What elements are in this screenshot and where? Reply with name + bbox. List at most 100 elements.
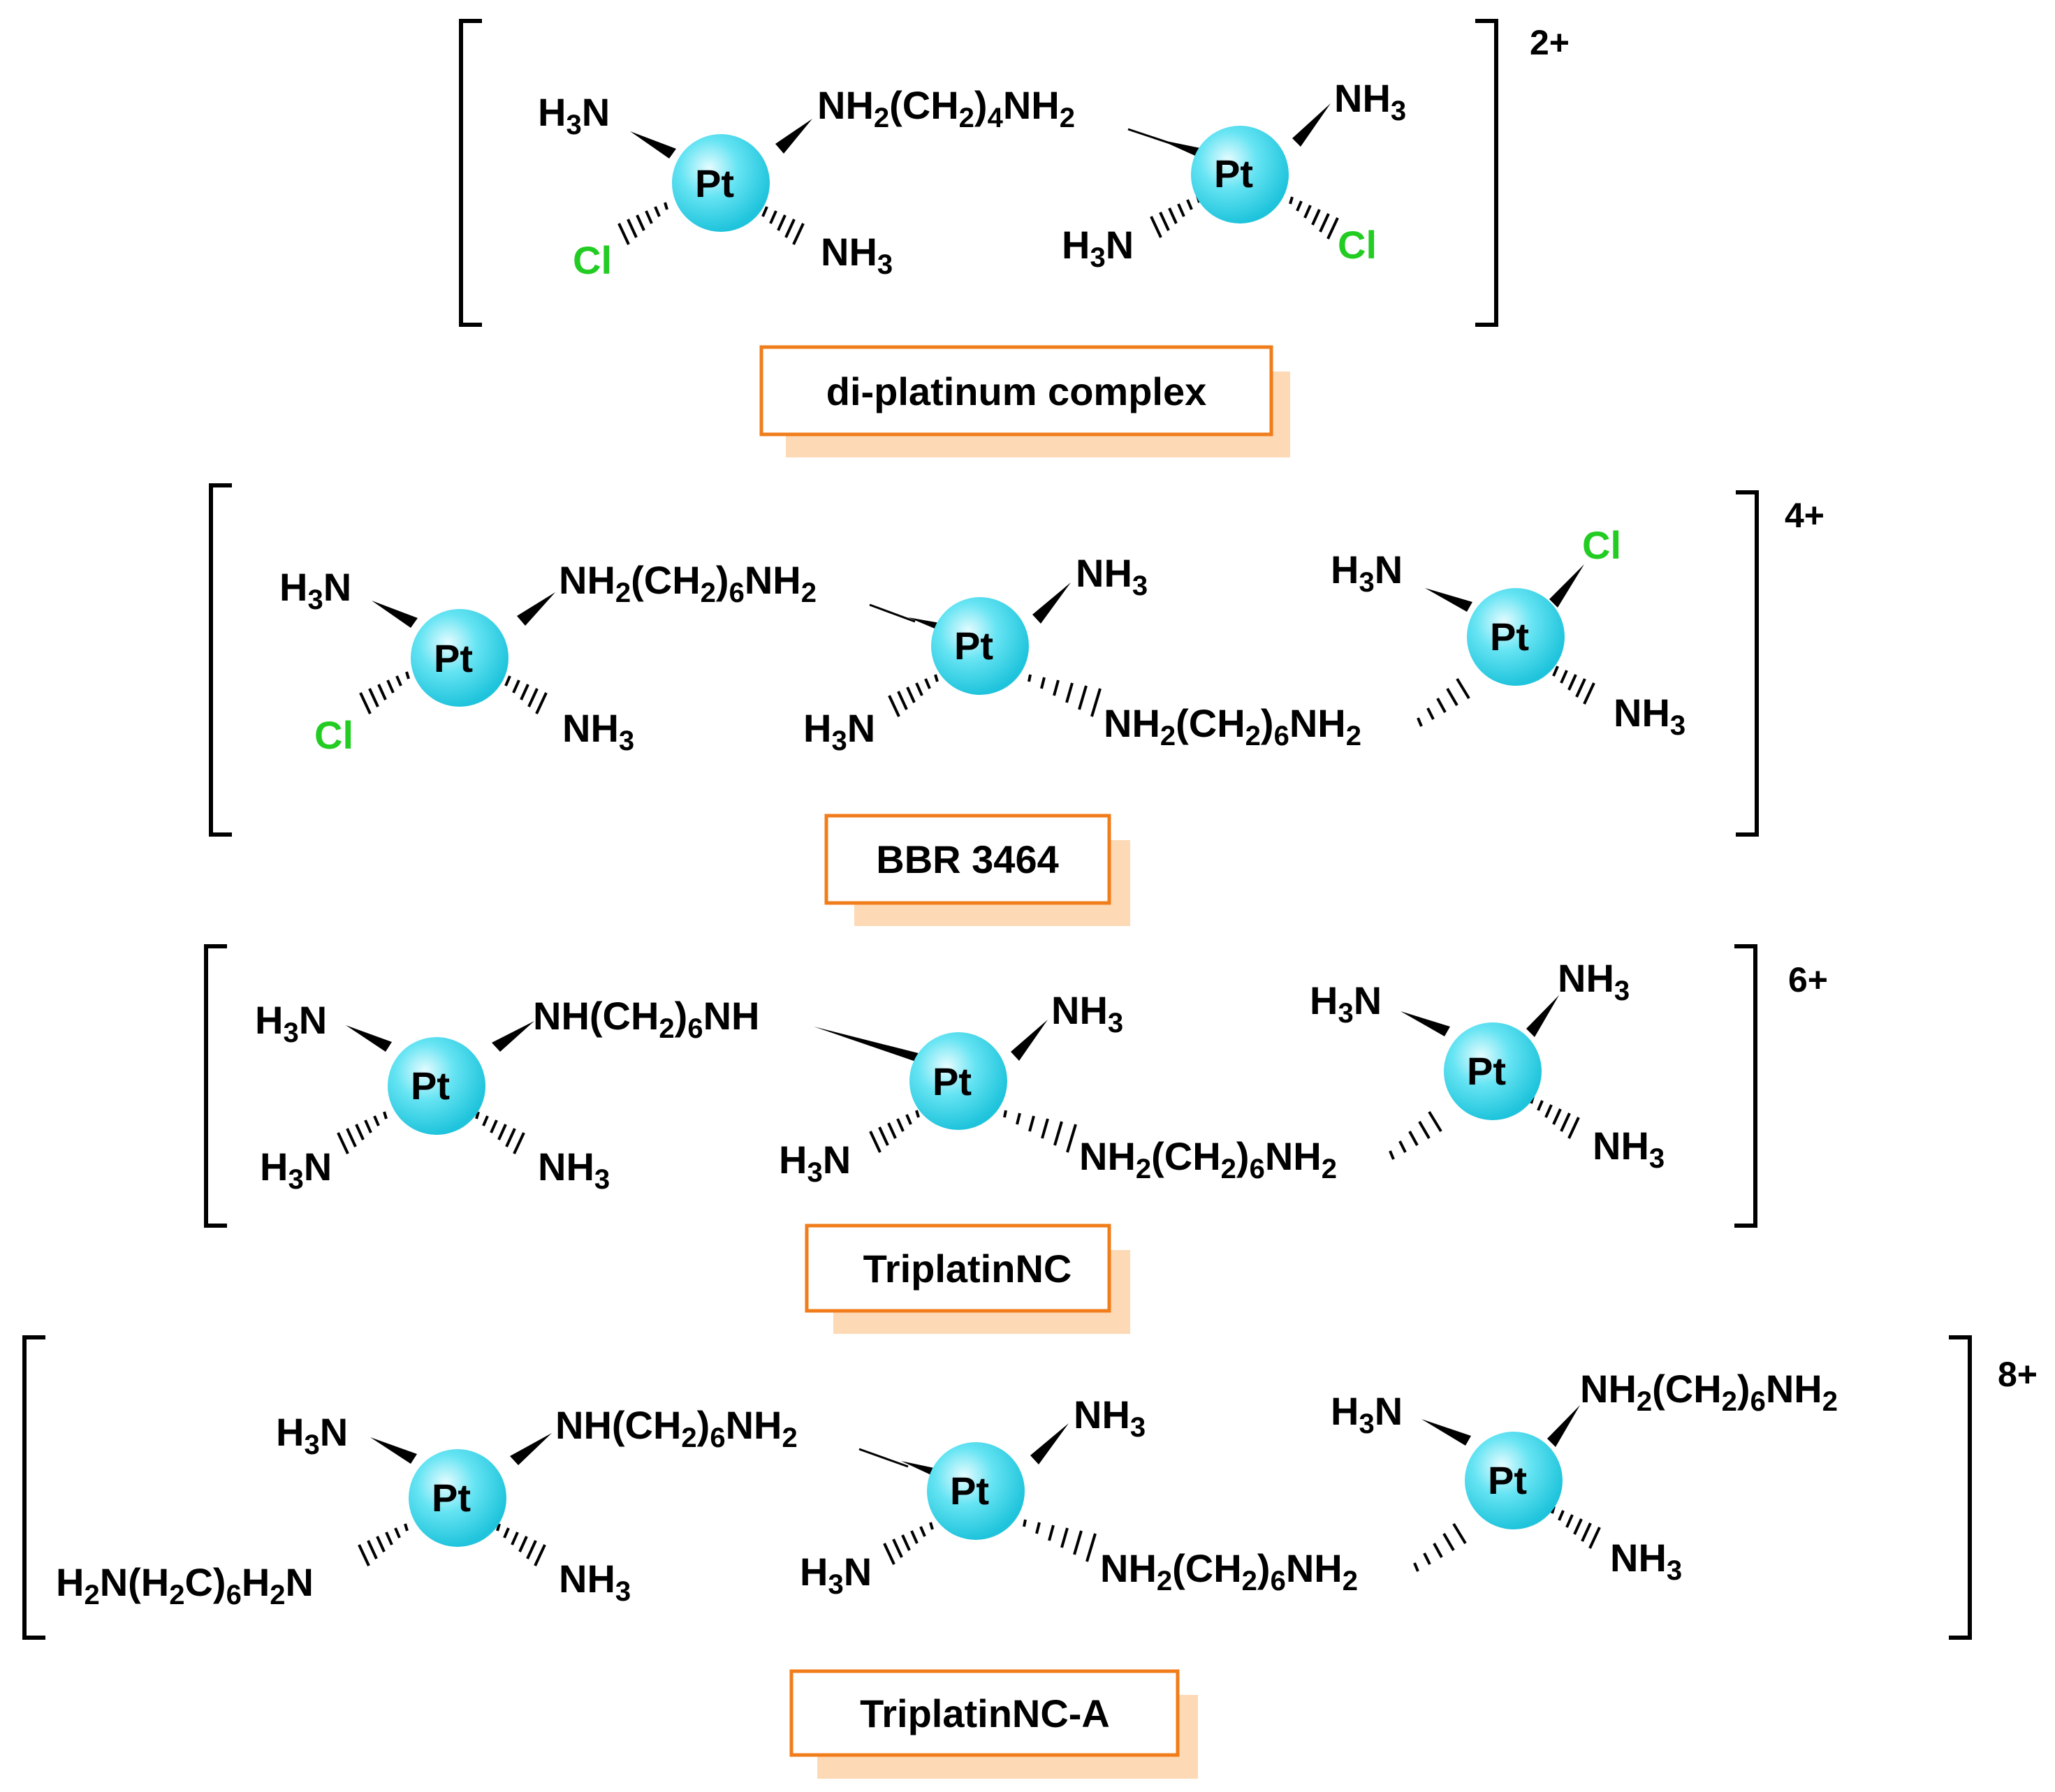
hash-bond xyxy=(496,1523,546,1566)
ligand-h3n: H3N xyxy=(279,565,351,615)
pt-label: Pt xyxy=(695,161,734,205)
wedge-bond xyxy=(1549,564,1584,608)
ligand-nh3: NH3 xyxy=(1051,988,1123,1038)
charge-label: 6+ xyxy=(1788,960,1828,999)
ligand-h3n: H3N xyxy=(1062,223,1134,273)
hash-bond xyxy=(1551,1506,1601,1549)
single-bond xyxy=(858,1448,909,1468)
ligand-nh3: NH3 xyxy=(1614,691,1685,741)
platinum-atom-3 xyxy=(1467,588,1565,686)
platinum-atom-1 xyxy=(409,1449,506,1547)
wedge-bond xyxy=(814,1027,940,1068)
complex-name: TriplatinNC-A xyxy=(860,1691,1110,1735)
ligand-h3n: H3N xyxy=(800,1550,872,1600)
right-bracket xyxy=(1734,944,1757,1228)
wedge-bond xyxy=(1526,995,1559,1037)
ligand-nh3: NH3 xyxy=(1610,1536,1682,1586)
hash-bond xyxy=(359,671,410,714)
linker-nh2-ch2-6-nh2: NH2(CH2)6NH2 xyxy=(1079,1134,1337,1184)
pt-label: Pt xyxy=(1467,1049,1506,1093)
ligand-h3n: H3N xyxy=(803,706,875,756)
hash-bond xyxy=(1413,1522,1467,1572)
pt-label: Pt xyxy=(434,636,473,680)
left-bracket xyxy=(204,944,227,1228)
name-box xyxy=(789,1669,1180,1757)
hash-bond xyxy=(1023,1519,1097,1562)
ligand-cl: Cl xyxy=(314,713,353,757)
complex-triplatinnc: 6+ Pt H3N H3N NH3 NH(CH2)6NH xyxy=(204,944,1828,1334)
wedge-bond xyxy=(1292,103,1331,147)
linker-nh-ch2-6-nh2: NH(CH2)6NH2 xyxy=(555,1403,798,1453)
ligand-nh3: NH3 xyxy=(1076,551,1148,601)
ligand-nh3: NH3 xyxy=(1334,76,1406,126)
ligand-h3n: H3N xyxy=(1310,978,1382,1029)
platinum-atom-1 xyxy=(388,1037,485,1135)
hash-bond xyxy=(1545,661,1595,705)
ligand-nh3: NH3 xyxy=(1558,956,1630,1006)
ligand-h3n: H3N xyxy=(1331,1389,1403,1439)
pt-label: Pt xyxy=(954,624,993,668)
complex-name: di-platinum complex xyxy=(826,369,1207,413)
hash-bond xyxy=(1289,196,1339,240)
platinum-atom-1 xyxy=(411,609,509,707)
right-bracket xyxy=(1949,1335,1972,1640)
wedge-bond xyxy=(346,1025,392,1052)
terminal-h2n-h2c-6-h2n: H2N(H2C)6H2N xyxy=(56,1560,314,1610)
wedge-bond xyxy=(1011,1020,1048,1061)
wedge-bond xyxy=(1160,140,1207,159)
ligand-nh3: NH3 xyxy=(559,1557,631,1607)
wedge-bond xyxy=(492,1021,534,1052)
hash-bond xyxy=(475,1111,525,1154)
ligand-h3n: H3N xyxy=(255,998,327,1048)
platinum-atom-1 xyxy=(672,134,770,232)
linker-nh2-ch2-4-nh2: NH2(CH2)4NH2 xyxy=(817,83,1075,133)
wedge-bond xyxy=(1547,1405,1580,1447)
ligand-h3n: H3N xyxy=(260,1145,332,1195)
pt-label: Pt xyxy=(1214,152,1253,196)
hash-bond xyxy=(1530,1096,1580,1139)
complex-name: TriplatinNC xyxy=(863,1247,1072,1291)
linker-nh2-ch2-6-nh2: NH2(CH2)6NH2 xyxy=(1100,1546,1358,1596)
hash-bond xyxy=(888,674,939,717)
ligand-cl: Cl xyxy=(573,238,612,282)
platinum-atom-2 xyxy=(927,1442,1025,1540)
platinum-atom-2 xyxy=(1191,126,1289,223)
name-box xyxy=(824,814,1111,905)
wedge-bond xyxy=(510,1433,552,1465)
pt-label: Pt xyxy=(1488,1458,1527,1502)
complex-triplatinnc-a: 8+ Pt H3N H2N(H2C)6H2N NH3 NH(CH2)6NH2 xyxy=(22,1335,2038,1779)
left-bracket xyxy=(22,1335,45,1640)
linker-nh2-ch2-6-nh2: NH2(CH2)6NH2 xyxy=(1104,701,1361,751)
wedge-bond xyxy=(1030,1423,1069,1464)
wedge-bond xyxy=(630,131,676,159)
ligand-nh3: NH3 xyxy=(1593,1124,1665,1174)
platinum-atom-2 xyxy=(931,597,1029,695)
wedge-bond xyxy=(1401,1011,1450,1036)
hash-bond xyxy=(497,671,548,714)
left-bracket xyxy=(209,483,232,837)
hash-bond xyxy=(869,1110,920,1153)
wedge-bond xyxy=(775,119,812,154)
ligand-h3n: H3N xyxy=(779,1138,851,1188)
hash-bond xyxy=(883,1522,934,1565)
wedge-bond xyxy=(1032,582,1071,624)
charge-label: 4+ xyxy=(1785,496,1824,535)
terminal-nh2-ch2-6-nh2: NH2(CH2)6NH2 xyxy=(1580,1367,1838,1417)
platinum-atom-3 xyxy=(1444,1022,1542,1120)
platinum-atom-3 xyxy=(1465,1432,1563,1529)
hash-bond xyxy=(1417,677,1470,727)
wedge-bond xyxy=(1421,1419,1471,1446)
ligand-cl: Cl xyxy=(1338,223,1377,267)
single-bond xyxy=(869,603,916,623)
hash-bond xyxy=(1150,195,1201,238)
wedge-bond xyxy=(372,601,418,628)
ligand-nh3: NH3 xyxy=(562,706,634,756)
ligand-nh3: NH3 xyxy=(538,1145,610,1195)
wedge-bond xyxy=(1425,588,1472,612)
ligand-h3n: H3N xyxy=(1331,548,1403,598)
name-box xyxy=(805,1224,1111,1313)
pt-label: Pt xyxy=(950,1469,989,1513)
pt-label: Pt xyxy=(432,1476,471,1520)
pt-label: Pt xyxy=(1490,615,1529,659)
